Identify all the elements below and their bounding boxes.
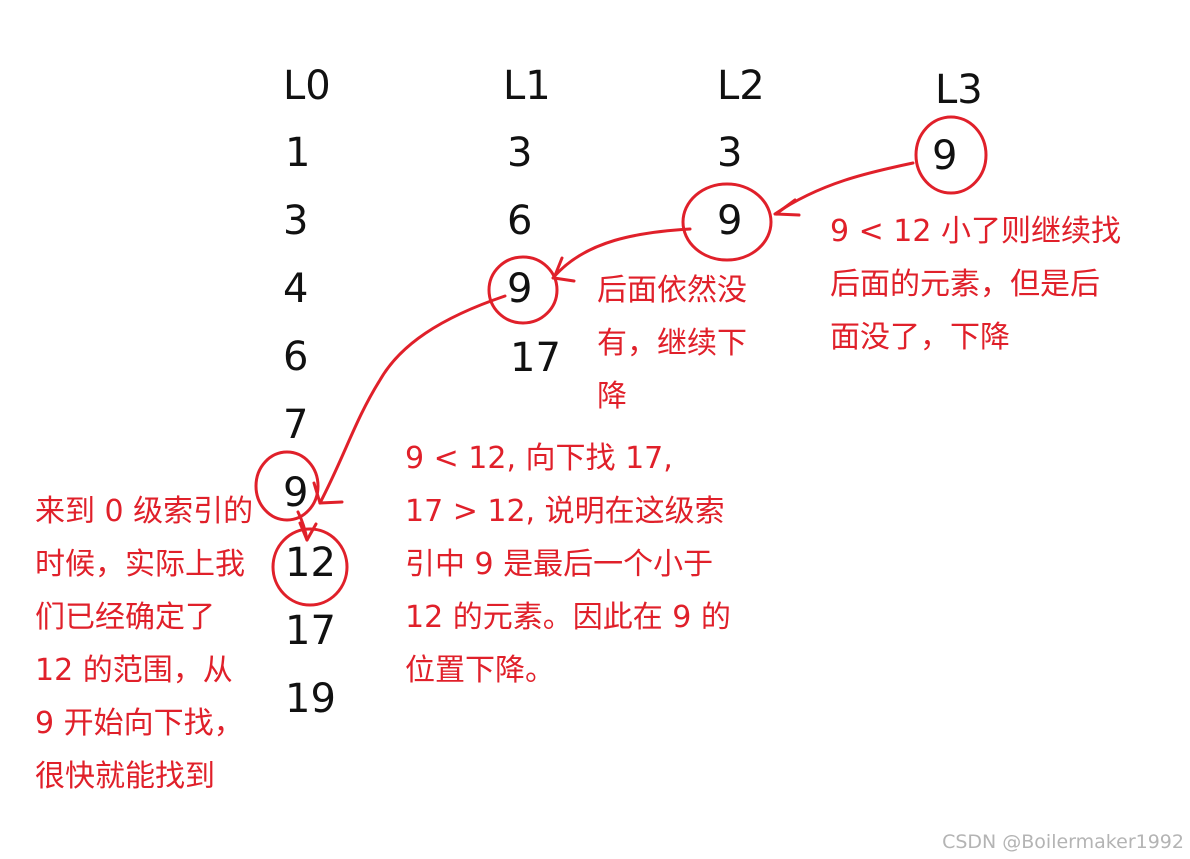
note-l1: 9 < 12, 向下找 17, 17 > 12, 说明在这级索 引中 9 是最后… — [405, 432, 731, 697]
l0-value: 4 — [283, 266, 309, 312]
l2-value: 9 — [717, 198, 743, 244]
l1-value: 6 — [507, 198, 533, 244]
note-line: 12 的元素。因此在 9 的 — [405, 600, 731, 635]
note-line: 们已经确定了 — [35, 600, 215, 635]
note-line: 面没了，下降 — [830, 320, 1010, 355]
arrowhead — [312, 481, 344, 505]
l1-value: 17 — [510, 335, 561, 381]
arrowhead — [298, 521, 318, 542]
l3-value: 9 — [932, 133, 958, 179]
l2-value: 3 — [717, 130, 743, 176]
level-header-l1: L1 — [503, 63, 551, 109]
l0-value-target: 12 — [285, 540, 336, 586]
l0-value: 19 — [285, 676, 336, 722]
note-line: 9 < 12, 向下找 17, — [405, 441, 673, 476]
note-line: 9 开始向下找， — [35, 706, 244, 741]
note-line: 9 < 12 小了则继续找 — [830, 214, 1122, 249]
l0-value: 7 — [283, 402, 309, 448]
note-line: 17 > 12, 说明在这级索 — [405, 494, 725, 529]
level-header-l2: L2 — [717, 63, 765, 109]
l0-value: 3 — [283, 198, 309, 244]
l0-value: 6 — [283, 334, 309, 380]
note-line: 有，继续下 — [597, 326, 747, 361]
note-l2: 后面依然没 有，继续下 降 — [597, 264, 747, 423]
arrow-l0-9-to-12 — [296, 510, 309, 542]
l1-value: 3 — [507, 130, 533, 176]
note-line: 后面的元素，但是后 — [830, 267, 1100, 302]
arrowhead — [552, 256, 576, 283]
note-l0: 来到 0 级索引的 时候，实际上我 们已经确定了 12 的范围，从 9 开始向下… — [35, 485, 253, 803]
l0-value: 1 — [285, 130, 311, 176]
note-line: 来到 0 级索引的 — [35, 494, 254, 529]
l1-value: 9 — [507, 266, 533, 312]
note-l3: 9 < 12 小了则继续找 后面的元素，但是后 面没了，下降 — [830, 205, 1121, 364]
level-header-l0: L0 — [283, 63, 331, 109]
watermark: CSDN @Boilermaker1992 — [942, 831, 1184, 853]
arrowhead — [774, 198, 801, 217]
note-line: 引中 9 是最后一个小于 — [405, 547, 714, 582]
l0-value: 17 — [285, 608, 336, 654]
note-line: 时候，实际上我 — [35, 547, 245, 582]
note-line: 后面依然没 — [597, 273, 747, 308]
note-line: 位置下降。 — [405, 653, 555, 688]
note-line: 很快就能找到 — [35, 759, 215, 794]
level-header-l3: L3 — [935, 67, 983, 113]
note-line: 降 — [597, 379, 627, 414]
l0-value: 9 — [283, 470, 309, 516]
note-line: 12 的范围，从 — [35, 653, 233, 688]
